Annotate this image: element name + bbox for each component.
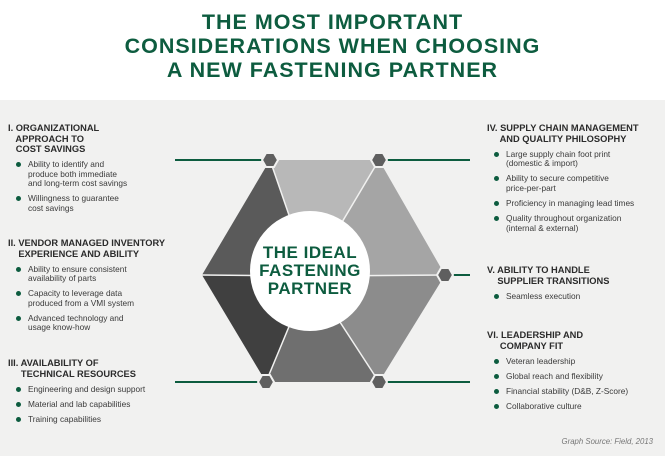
list-item: Large supply chain foot print (domestic … [494,149,639,169]
bullet-icon [16,386,21,392]
section-title: VI. LEADERSHIP AND COMPANY FIT [487,330,584,351]
section-title: II. VENDOR MANAGED INVENTORY EXPERIENCE … [8,238,166,259]
bullet-icon [16,266,21,272]
section-items: Large supply chain foot print (domestic … [494,149,639,234]
list-item: Advanced technology and usage know-how [16,313,165,333]
hex-nut-icon-5 [435,267,455,283]
section-title: V. ABILITY TO HANDLE SUPPLIER TRANSITION… [487,265,610,286]
section-items: Engineering and design support Material … [16,384,145,425]
list-item: Seamless execution [494,291,609,302]
bullet-icon [16,196,21,202]
section-items: Seamless execution [494,291,609,302]
section-leadership-company-fit: VI. LEADERSHIP AND COMPANY FIT Veteran l… [487,330,628,411]
graph-source-caption: Graph Source: Field, 2013 [561,437,653,446]
bullet-icon [494,200,499,206]
bullet-icon [16,291,21,297]
page-title-line-2: CONSIDERATIONS WHEN CHOOSING [124,34,541,58]
list-item: Collaborative culture [494,401,628,412]
list-item: Ability to identify and produce both imm… [16,159,127,189]
list-item: Training capabilities [16,414,145,425]
bullet-icon [494,293,499,299]
list-item: Veteran leadership [494,356,628,367]
bullet-icon [16,315,21,321]
bullet-icon [494,373,499,379]
section-title: I. ORGANIZATIONAL APPROACH TO COST SAVIN… [8,123,100,154]
bullet-icon [494,151,499,157]
list-item: Global reach and flexibility [494,371,628,382]
list-item: Capacity to leverage data produced from … [16,288,165,308]
section-supplier-transitions: V. ABILITY TO HANDLE SUPPLIER TRANSITION… [487,265,609,301]
list-item: Financial stability (D&B, Z-Score) [494,386,628,397]
center-label-line-3: PARTNER [267,279,353,298]
page-title-line-3: A NEW FASTENING PARTNER [166,58,499,82]
section-title: III. AVAILABILITY OF TECHNICAL RESOURCES [8,358,136,379]
section-items: Ability to ensure consistent availabilit… [16,264,165,334]
list-item: Willingness to guarantee cost savings [16,194,127,213]
page-title-line-1: THE MOST IMPORTANT [201,10,464,34]
list-item: Material and lab capabilities [16,399,145,410]
bullet-icon [16,401,21,407]
list-item: Ability to ensure consistent availabilit… [16,264,165,284]
bullet-icon [494,358,499,364]
bullet-icon [494,176,499,182]
section-vendor-managed-inventory: II. VENDOR MANAGED INVENTORY EXPERIENCE … [8,238,165,333]
bullet-icon [494,403,499,409]
hex-nut-icon-3 [256,374,276,390]
page-title: THE MOST IMPORTANT CONSIDERATIONS WHEN C… [0,10,665,82]
center-label: THE IDEAL FASTENING PARTNER [250,244,370,298]
bullet-icon [16,416,21,422]
list-item: Quality throughout organization (interna… [494,213,639,233]
bullet-icon [494,215,499,221]
list-item: Ability to secure competitive price-per-… [494,173,639,193]
bullet-icon [494,388,499,394]
section-title: IV. SUPPLY CHAIN MANAGEMENT AND QUALITY … [487,123,639,144]
section-items: Ability to identify and produce both imm… [16,159,127,213]
section-technical-resources: III. AVAILABILITY OF TECHNICAL RESOURCES… [8,358,145,424]
list-item: Engineering and design support [16,384,145,395]
section-items: Veteran leadership Global reach and flex… [494,356,628,412]
section-organizational-approach: I. ORGANIZATIONAL APPROACH TO COST SAVIN… [8,123,127,213]
hex-nut-icon-4 [369,152,389,168]
bullet-icon [16,162,21,167]
center-label-line-1: THE IDEAL [262,243,358,262]
center-label-line-2: FASTENING [259,261,361,280]
hex-nut-icon-1 [260,152,280,168]
section-supply-chain-management: IV. SUPPLY CHAIN MANAGEMENT AND QUALITY … [487,123,639,233]
hex-nut-icon-6 [369,374,389,390]
list-item: Proficiency in managing lead times [494,198,639,209]
center-circle [250,211,370,331]
